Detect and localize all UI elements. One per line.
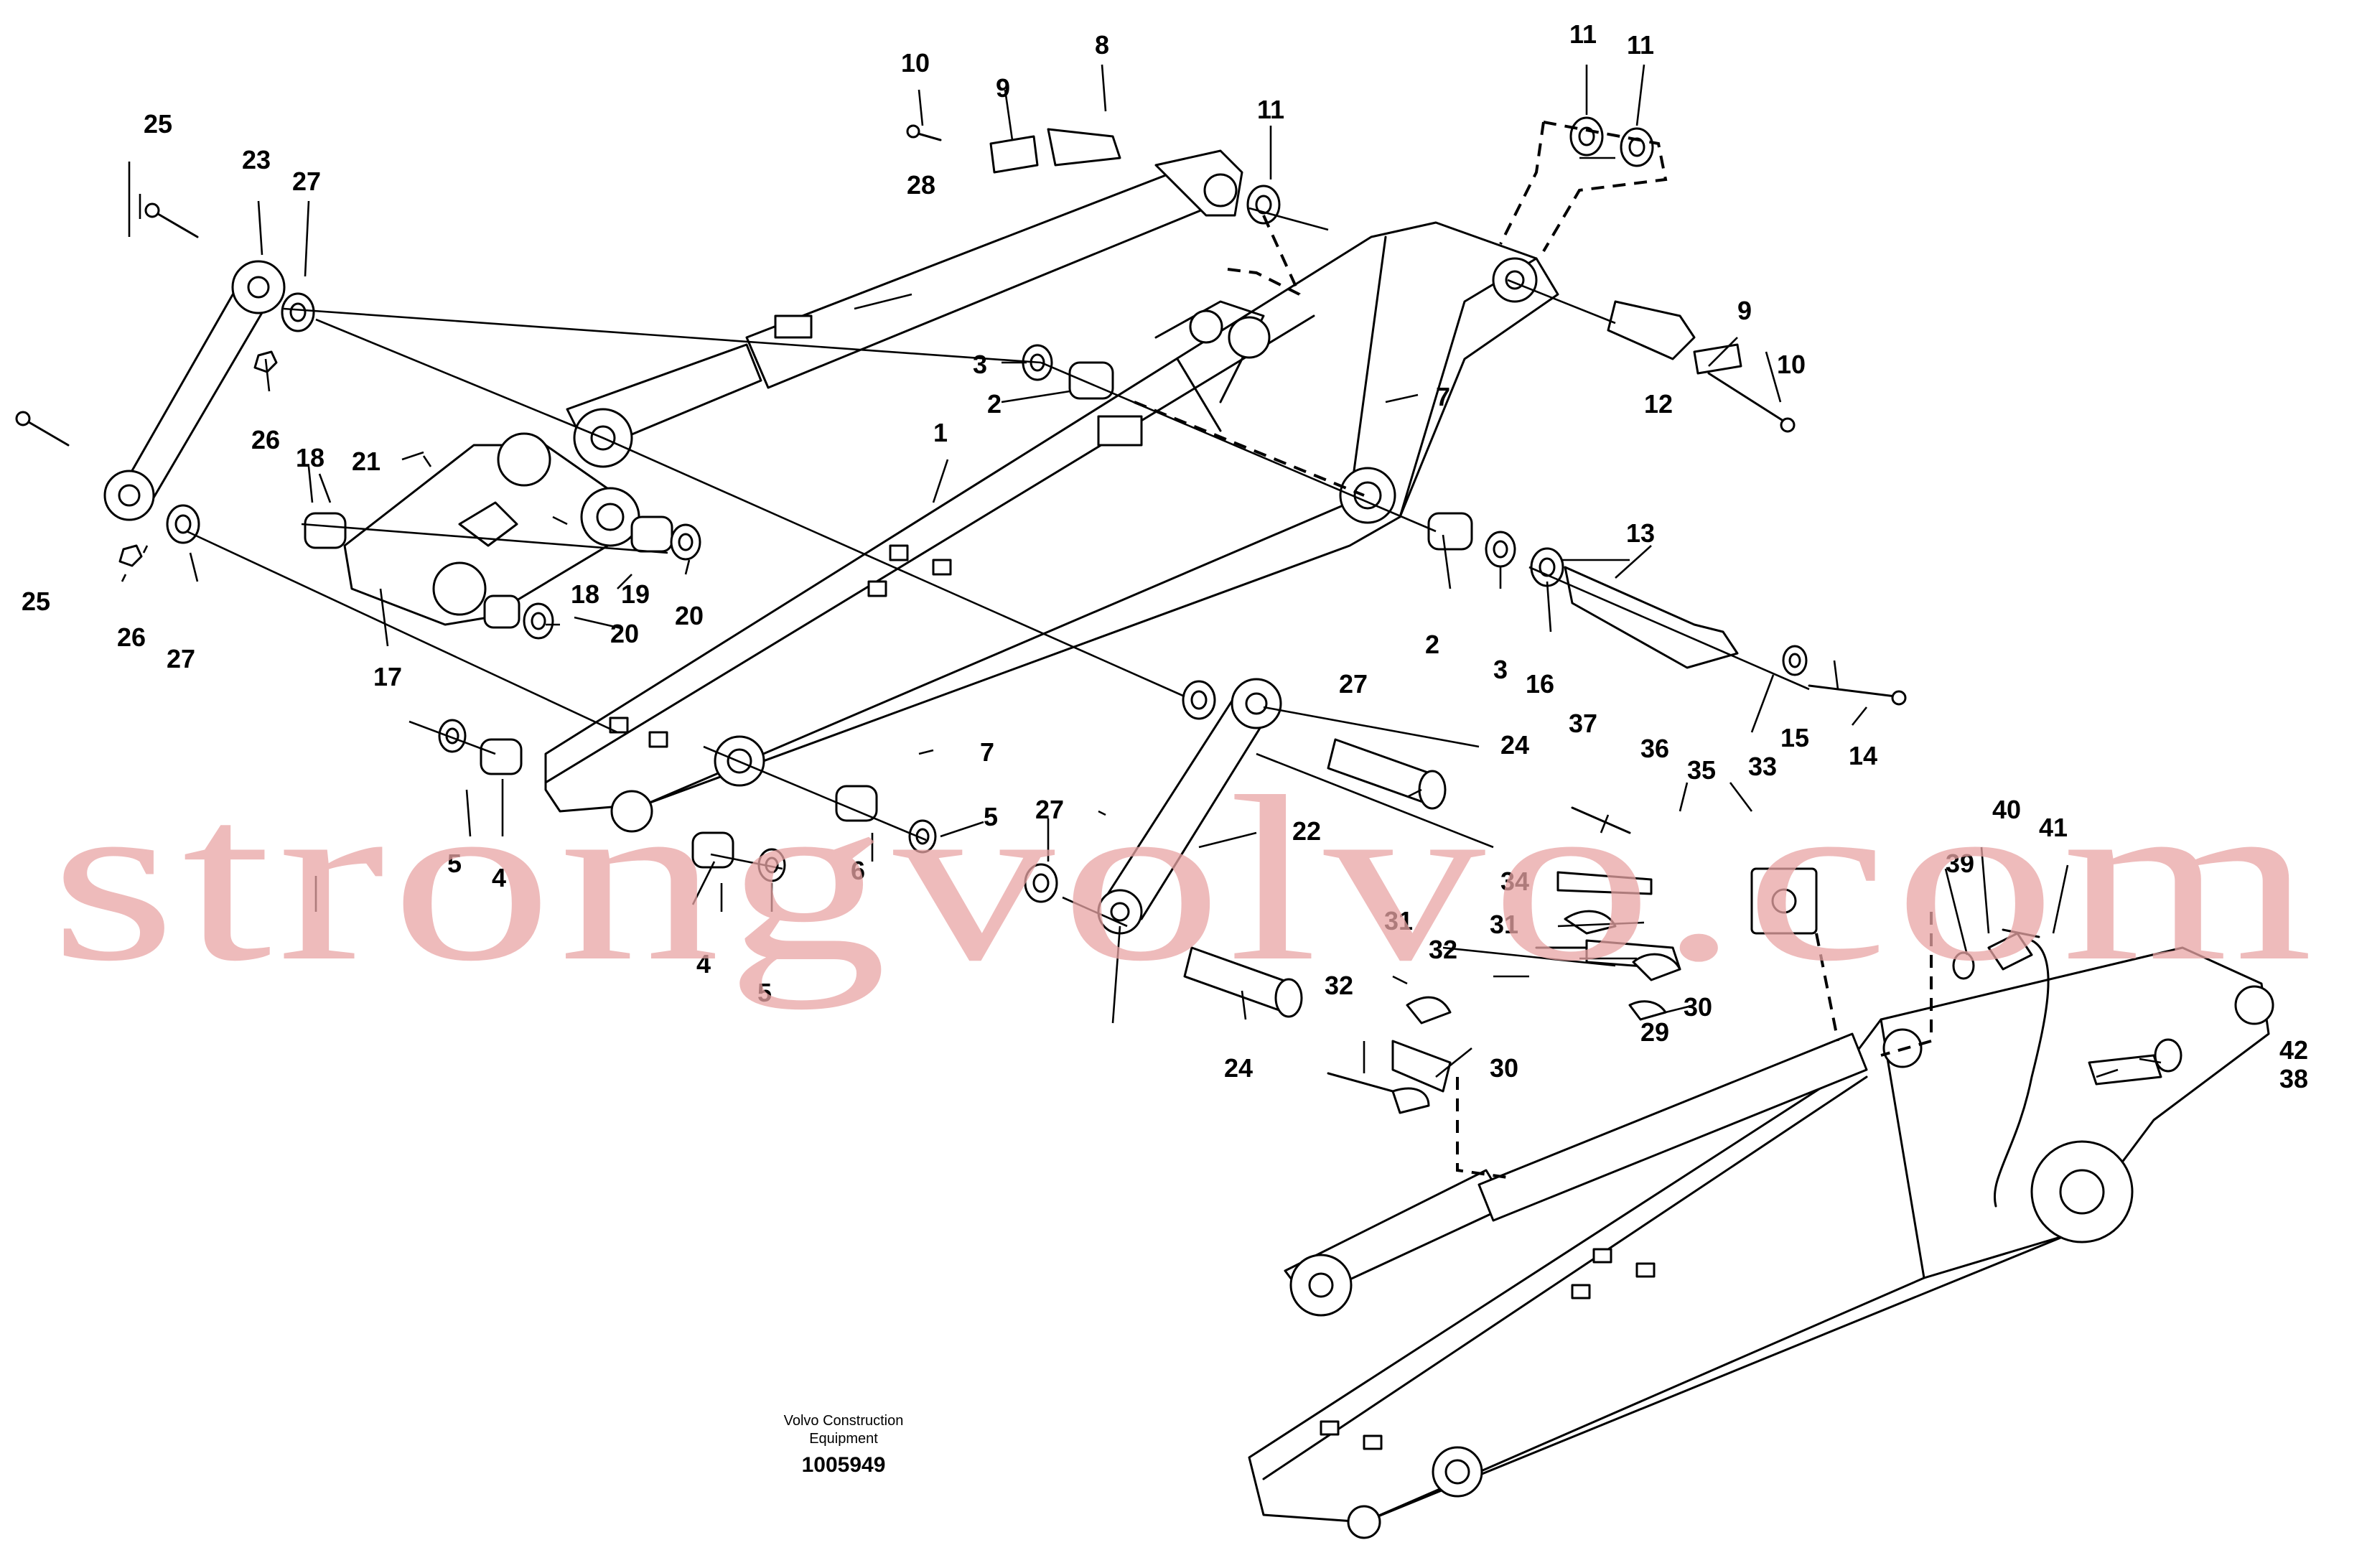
callout-15: 15: [1780, 723, 1809, 752]
callout-26: 26: [251, 425, 280, 454]
callout-18: 18: [571, 579, 599, 609]
callout-27: 27: [1339, 669, 1368, 699]
callout-31: 31: [1490, 910, 1518, 939]
callout-26: 26: [117, 622, 146, 652]
dashed-outlines: [1227, 121, 1933, 1179]
callout-5: 5: [984, 802, 998, 831]
callout-24: 24: [1224, 1053, 1253, 1083]
callout-2: 2: [1425, 630, 1439, 659]
callout-21: 21: [352, 447, 381, 476]
callout-42: 42: [2279, 1035, 2308, 1065]
callout-7: 7: [1436, 382, 1450, 411]
callout-18: 18: [296, 443, 325, 472]
link-bracket: [343, 432, 640, 626]
callout-11: 11: [1257, 95, 1284, 124]
callout-41: 41: [2039, 813, 2068, 842]
callout-9: 9: [1737, 296, 1752, 325]
callout-40: 40: [1992, 795, 2021, 824]
pins: [1047, 128, 1739, 1018]
hydraulic-cylinder: [566, 149, 1243, 468]
callout-17: 17: [373, 662, 402, 691]
callout-5: 5: [447, 849, 462, 878]
callout-34: 34: [1500, 867, 1529, 896]
hose-fittings: [1391, 867, 2162, 1208]
callout-3: 3: [973, 350, 987, 379]
link-arm: [1097, 678, 1282, 935]
callout-4: 4: [492, 863, 506, 892]
callout-36: 36: [1640, 734, 1669, 763]
callout-38: 38: [2279, 1064, 2308, 1093]
callout-28: 28: [907, 170, 935, 200]
callout-labels: 1 2 2 3 3 4 4 5 5 5 6 7 7 8 9 9 10 10 11…: [22, 19, 2308, 1093]
document-number: 1005949: [802, 1453, 886, 1477]
main-boom: [544, 221, 1559, 833]
callout-25: 25: [144, 109, 172, 139]
caption-equipment: Equipment: [809, 1431, 878, 1447]
callout-23: 23: [242, 145, 271, 174]
callout-31: 31: [1384, 906, 1413, 935]
callout-3: 3: [1493, 655, 1508, 684]
link-rod: [103, 260, 286, 521]
callout-27: 27: [292, 167, 321, 196]
callout-30: 30: [1490, 1053, 1518, 1083]
callout-leaders: [121, 64, 2162, 1078]
watermark: strongvolvo.com: [50, 748, 2319, 1010]
callout-13: 13: [1626, 518, 1655, 548]
callout-27: 27: [1035, 795, 1064, 824]
boom-overview: [1248, 946, 2274, 1539]
callout-4: 4: [696, 949, 711, 979]
callout-11: 11: [1627, 30, 1654, 60]
callout-20: 20: [610, 619, 639, 648]
assembly-lines: [186, 157, 1810, 928]
callout-10: 10: [901, 48, 930, 78]
callout-29: 29: [1640, 1017, 1669, 1047]
callout-39: 39: [1946, 849, 1974, 878]
callout-5: 5: [757, 978, 772, 1007]
callout-8: 8: [1095, 30, 1109, 60]
callout-24: 24: [1500, 730, 1529, 760]
callout-37: 37: [1569, 709, 1597, 738]
callout-7: 7: [980, 737, 994, 767]
caption-block: Volvo Construction Equipment 1005949: [784, 1413, 904, 1477]
callout-10: 10: [1777, 350, 1806, 379]
callout-32: 32: [1325, 971, 1353, 1000]
callout-12: 12: [1644, 389, 1673, 419]
caption-manufacturer: Volvo Construction: [784, 1413, 904, 1429]
callout-30: 30: [1684, 992, 1712, 1022]
callout-6: 6: [851, 856, 865, 885]
callout-25: 25: [22, 587, 50, 616]
callout-20: 20: [675, 601, 704, 630]
callout-32: 32: [1429, 935, 1457, 964]
callout-19: 19: [621, 579, 650, 609]
bolts-nuts: [15, 124, 2040, 1093]
callout-11: 11: [1569, 19, 1597, 49]
callout-33: 33: [1748, 752, 1777, 781]
callout-22: 22: [1292, 816, 1321, 846]
callout-9: 9: [996, 73, 1010, 103]
callout-27: 27: [167, 644, 195, 673]
callout-16: 16: [1526, 669, 1554, 699]
callout-1: 1: [933, 418, 948, 447]
callout-14: 14: [1849, 741, 1877, 770]
callout-2: 2: [987, 389, 1002, 419]
callout-35: 35: [1687, 755, 1716, 785]
